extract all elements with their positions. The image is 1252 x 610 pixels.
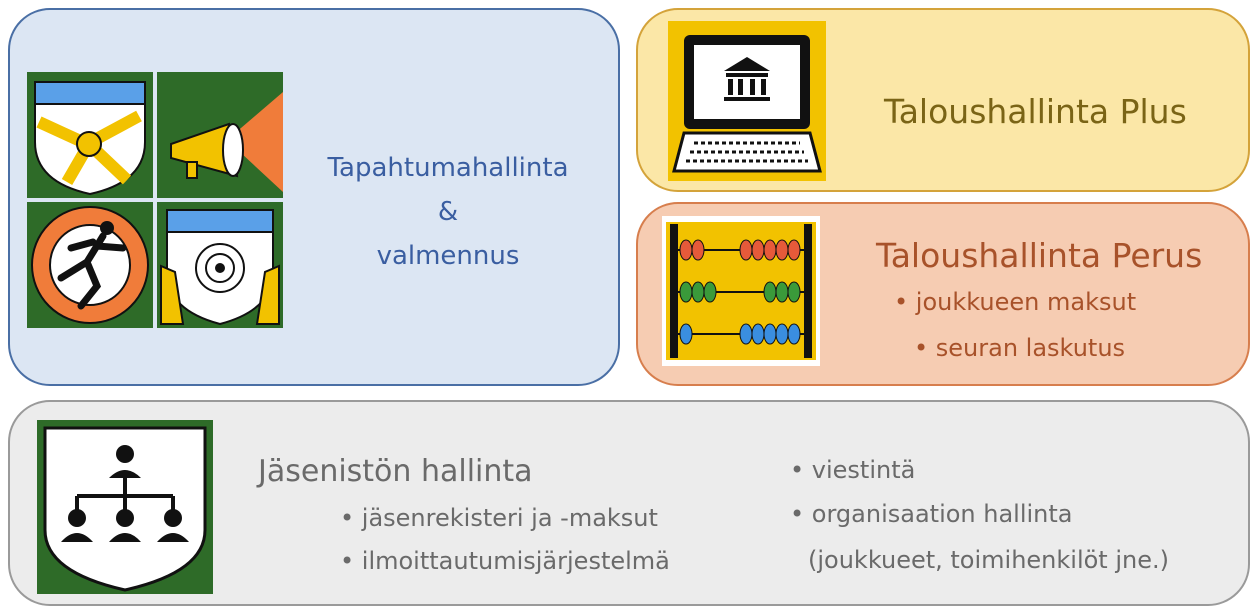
members-bullet-note: (joukkueet, toimihenkilöt jne.)	[808, 546, 1169, 574]
members-panel	[8, 400, 1250, 606]
events-title-line1: Tapahtumahallinta	[327, 153, 569, 183]
megaphone-icon	[157, 72, 283, 198]
events-title-line2: &	[437, 197, 459, 227]
org-chart-shield-icon	[37, 420, 213, 594]
events-title: Tapahtumahallinta & valmennus	[308, 146, 588, 278]
laptop-bank-icon	[668, 21, 826, 181]
finance-basic-title: Taloushallinta Perus	[876, 236, 1203, 275]
members-title: Jäsenistön hallinta	[258, 454, 533, 489]
finance-plus-title: Taloushallinta Plus	[884, 92, 1187, 131]
events-title-line3: valmennus	[376, 241, 520, 271]
handshake-shield-icon	[27, 72, 153, 198]
members-bullet: • jäsenrekisteri ja -maksut	[340, 504, 658, 532]
abacus-icon	[662, 216, 820, 366]
members-bullet: • viestintä	[790, 456, 916, 484]
finance-basic-bullet: • seuran laskutus	[914, 334, 1126, 362]
runner-icon	[27, 202, 153, 328]
members-bullet: • organisaation hallinta	[790, 500, 1073, 528]
members-bullet: • ilmoittautumisjärjestelmä	[340, 547, 670, 575]
finance-basic-bullet: • joukkueen maksut	[894, 288, 1137, 316]
target-icon	[157, 202, 283, 328]
